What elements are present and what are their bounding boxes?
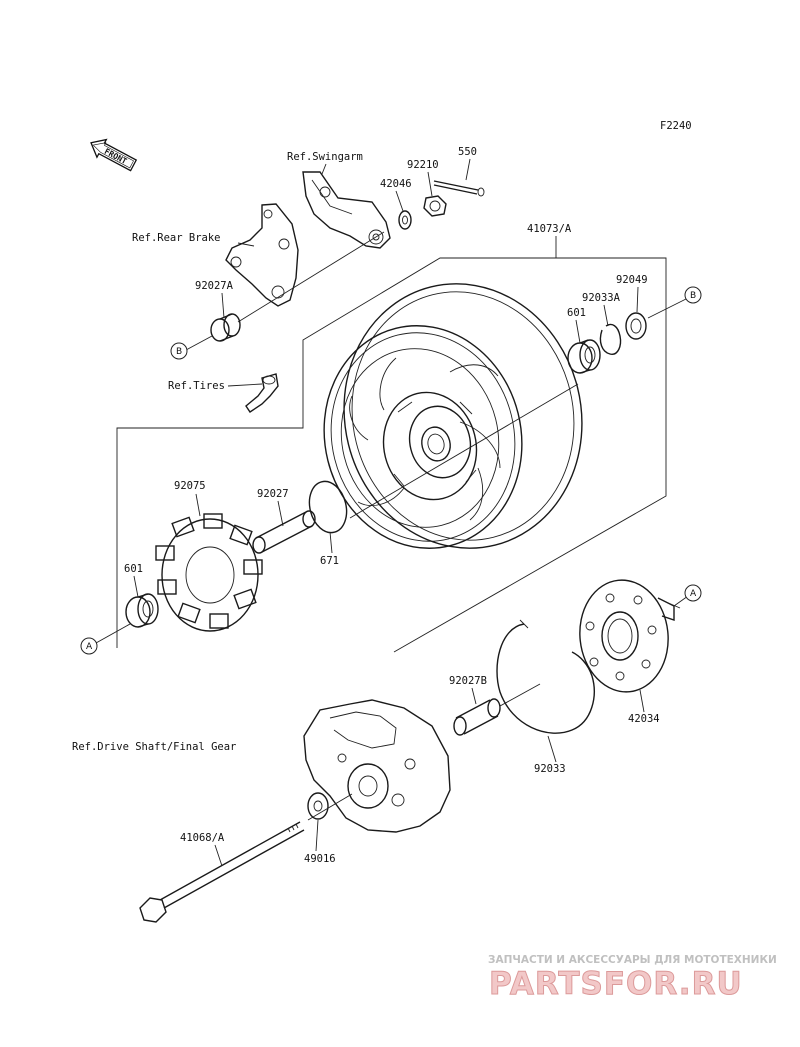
collar-92027B (453, 698, 501, 736)
label-41073A: 41073/A (527, 223, 572, 235)
label-92210: 92210 (407, 159, 439, 171)
label-601-top: 601 (567, 307, 586, 319)
oring-671 (308, 480, 348, 534)
callout-b-left: B (170, 342, 188, 360)
watermark-tagline: ЗАПЧАСТИ И АКСЕССУАРЫ ДЛЯ МОТОТЕХНИКИ (488, 954, 777, 966)
nut-92210 (423, 195, 447, 217)
label-550: 550 (458, 146, 477, 158)
svg-text:A: A (690, 589, 697, 599)
circlip-92033A (599, 323, 622, 355)
ref-tires: Ref.Tires (168, 380, 225, 392)
front-arrow-icon: FRONT (90, 138, 138, 172)
svg-text:B: B (690, 291, 696, 301)
label-49016: 49016 (304, 853, 336, 865)
cotter-pin-550 (433, 180, 485, 197)
label-41068A: 41068/A (180, 832, 225, 844)
label-92027B: 92027B (449, 675, 487, 687)
label-92033A: 92033A (582, 292, 621, 304)
label-42046: 42046 (380, 178, 412, 190)
damper-92075 (155, 513, 263, 632)
collar-42046 (398, 210, 412, 230)
coupling-42034 (579, 579, 681, 693)
label-92027A: 92027A (195, 280, 234, 292)
ref-swingarm: Ref.Swingarm (287, 151, 363, 163)
valve-stem (245, 373, 279, 413)
label-92033: 92033 (534, 763, 566, 775)
label-92075: 92075 (174, 480, 206, 492)
ref-rear-brake: Ref.Rear Brake (132, 232, 221, 244)
rear-brake-bracket (225, 203, 299, 307)
ref-drive-shaft: Ref.Drive Shaft/Final Gear (72, 741, 236, 753)
label-92049: 92049 (616, 274, 648, 286)
washer-49016 (307, 792, 329, 820)
svg-text:B: B (176, 347, 182, 357)
sleeve-92027 (252, 510, 316, 554)
label-601-left: 601 (124, 563, 143, 575)
label-92027: 92027 (257, 488, 289, 500)
watermark-logo: PARTSFOR.RU (489, 966, 743, 1002)
callout-a-left: A (80, 637, 98, 655)
bearing-601-left (125, 593, 159, 628)
seal-92049 (625, 312, 647, 340)
figure-code: F2240 (660, 120, 692, 132)
rear-wheel-rim (323, 283, 583, 549)
callout-b-right: B (684, 286, 702, 304)
axle-41068A (139, 821, 305, 923)
bearing-601-top (567, 339, 601, 374)
circlip-92033 (496, 619, 595, 734)
label-42034: 42034 (628, 713, 660, 725)
collar-92027A (210, 313, 241, 342)
final-gear-case (303, 699, 451, 833)
label-671: 671 (320, 555, 339, 567)
svg-text:A: A (86, 642, 93, 652)
swingarm-bracket (302, 171, 391, 249)
callout-a-right: A (684, 584, 702, 602)
